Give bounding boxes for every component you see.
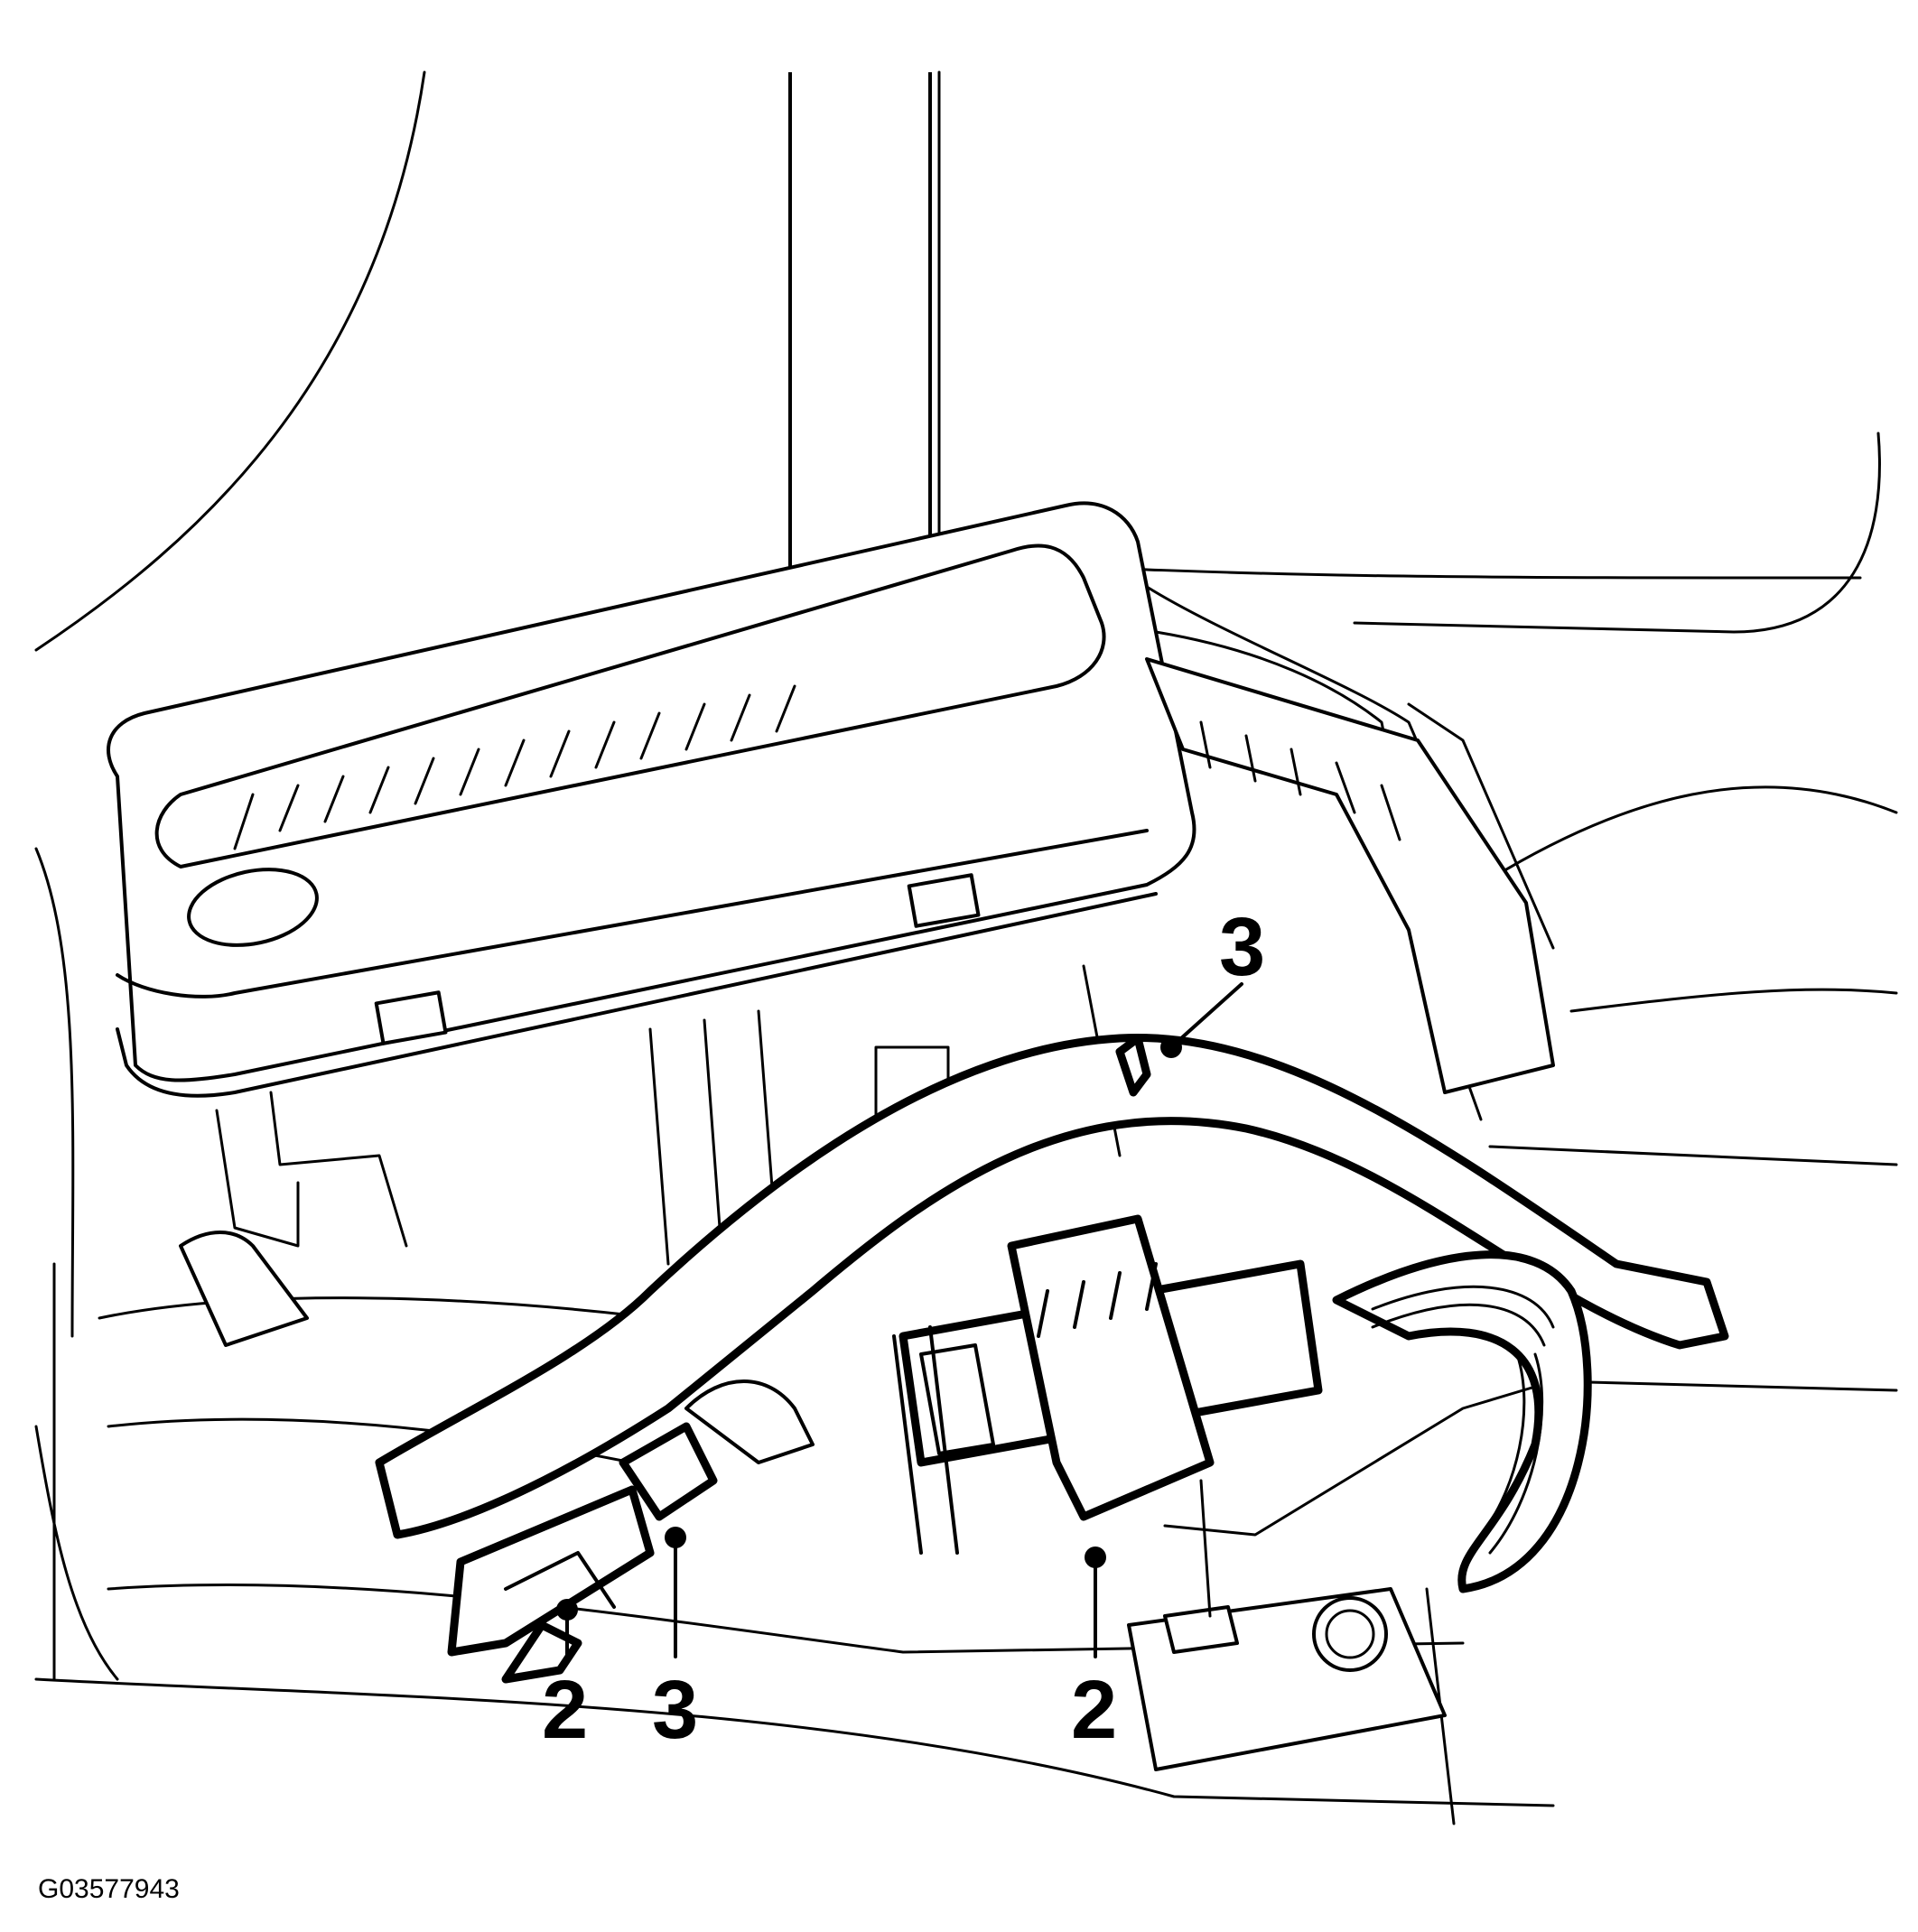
callout-leaders <box>556 982 1243 1658</box>
callout-label-3-lower: 3 <box>652 1664 698 1756</box>
bezel-clip-right <box>907 873 981 928</box>
wire-harness <box>375 1033 1729 1593</box>
harness-branch-right <box>1332 1250 1592 1593</box>
bolt-icon <box>1312 1596 1388 1672</box>
bezel-clip-left <box>374 990 448 1045</box>
harness-clip-lower <box>619 1379 815 1521</box>
connector-left <box>447 1485 655 1684</box>
harness-clip-upper <box>1115 1034 1151 1097</box>
shifter-bezel <box>107 501 1196 1098</box>
callout-label-2-left: 2 <box>542 1664 588 1756</box>
callout-label-2-center: 2 <box>1071 1664 1117 1756</box>
figure-id: G03577943 <box>38 1874 180 1904</box>
mounting-bracket <box>1127 1479 1447 1771</box>
release-button <box>187 868 319 947</box>
gate-ribs <box>233 684 796 850</box>
shifter-gate-right <box>1145 657 1555 1094</box>
connector-center <box>892 1214 1323 1555</box>
shifter-mechanism-lower <box>179 964 1122 1347</box>
callout-label-3-upper: 3 <box>1219 901 1265 993</box>
